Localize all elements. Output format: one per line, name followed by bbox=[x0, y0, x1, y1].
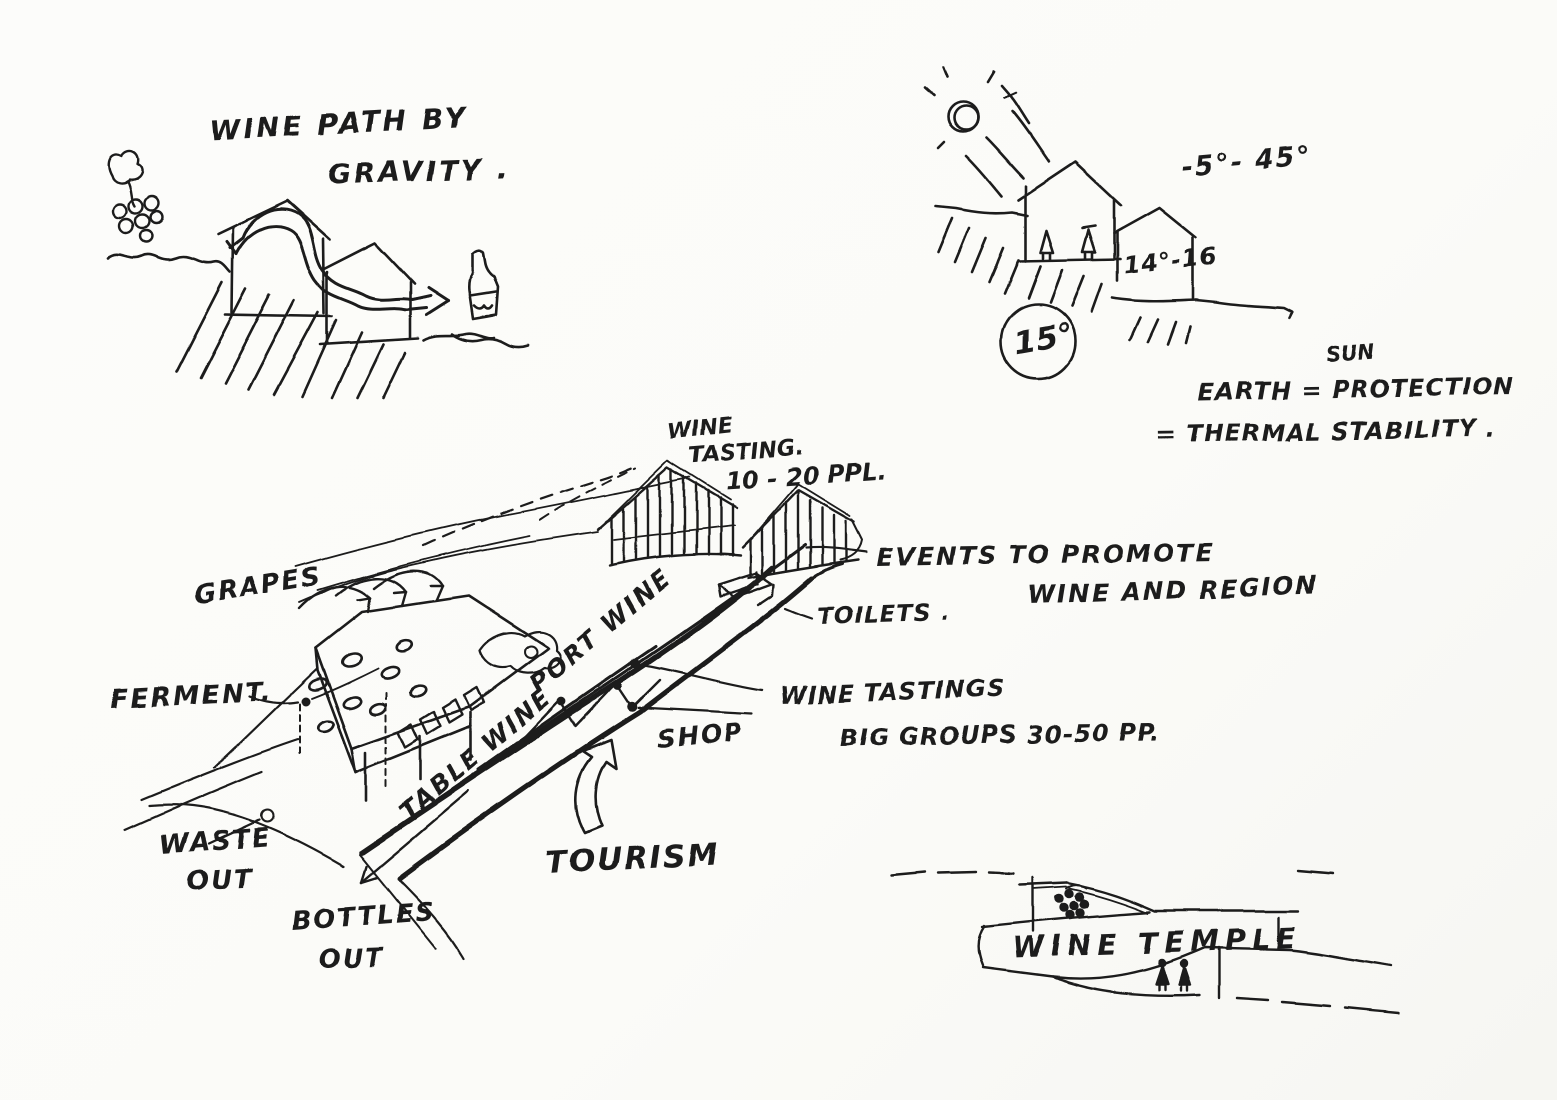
visitors-icon bbox=[1154, 958, 1192, 993]
buried-houses-icon bbox=[934, 160, 1295, 346]
label-earth-protection: EARTH = PROTECTION bbox=[1198, 372, 1515, 406]
label-events-2: WINE AND REGION bbox=[1027, 571, 1319, 610]
label-bottles: BOTTLES bbox=[290, 897, 437, 937]
ground-temp-circle bbox=[999, 302, 1077, 380]
label-wine-tastings-2: BIG GROUPS 30-50 PP. bbox=[840, 718, 1160, 752]
grape-vine-icon bbox=[107, 149, 165, 244]
site-contours bbox=[148, 463, 691, 868]
label-thermal-stability: = THERMAL STABILITY . bbox=[1156, 415, 1496, 449]
label-temp-range: -5°- 45° bbox=[1180, 141, 1313, 183]
grapes-plan-icon bbox=[1054, 884, 1089, 920]
gravity-flow-arrow bbox=[225, 207, 450, 317]
label-ferment: FERMENT. bbox=[111, 677, 272, 715]
label-cellar-temp: 14°-16 bbox=[1122, 242, 1219, 280]
gable-truss-1 bbox=[596, 460, 742, 568]
gravity-section-sketch bbox=[106, 149, 530, 400]
gable-truss-2 bbox=[740, 483, 863, 580]
label-toilets: TOILETS . bbox=[817, 599, 950, 630]
label-wine-path-by: WINE PATH BY bbox=[209, 100, 469, 147]
sun-icon bbox=[923, 66, 1051, 198]
label-port-wine: PORT WINE bbox=[523, 563, 677, 699]
slope-houses-icon bbox=[106, 199, 496, 400]
grape-drop-arrows bbox=[298, 570, 444, 614]
winery-building-sketch bbox=[124, 460, 868, 960]
toilets-box bbox=[716, 570, 776, 607]
fermentation-deck bbox=[308, 594, 562, 802]
label-bottles-out: OUT bbox=[317, 943, 385, 975]
label-shop: SHOP bbox=[656, 718, 745, 754]
label-table-wine: TABLE WINE bbox=[393, 682, 557, 826]
walkway-band bbox=[359, 543, 844, 960]
label-wine-tastings-1: WINE TASTINGS bbox=[779, 674, 1006, 710]
mid-bracing bbox=[299, 658, 662, 787]
wine-temple-plan-sketch bbox=[890, 869, 1400, 1015]
leader-lines bbox=[124, 546, 868, 846]
tourism-arrow bbox=[574, 738, 618, 835]
bottles-out-arrow bbox=[360, 790, 470, 884]
label-waste: WASTE bbox=[158, 823, 272, 861]
label-waste-out: OUT bbox=[185, 864, 254, 897]
label-ground-temp: 15° bbox=[1011, 316, 1075, 362]
label-sun: SUN bbox=[1325, 340, 1377, 367]
label-gravity: GRAVITY . bbox=[327, 152, 511, 191]
label-wine-temple: WINE TEMPLE bbox=[1011, 921, 1303, 965]
wine-bottle-icon bbox=[450, 248, 530, 349]
climate-section-sketch bbox=[923, 66, 1295, 380]
label-tourism: TOURISM bbox=[545, 837, 722, 882]
tank-row-elevation bbox=[396, 685, 486, 749]
label-events-1: EVENTS TO PROMOTE bbox=[876, 537, 1215, 572]
